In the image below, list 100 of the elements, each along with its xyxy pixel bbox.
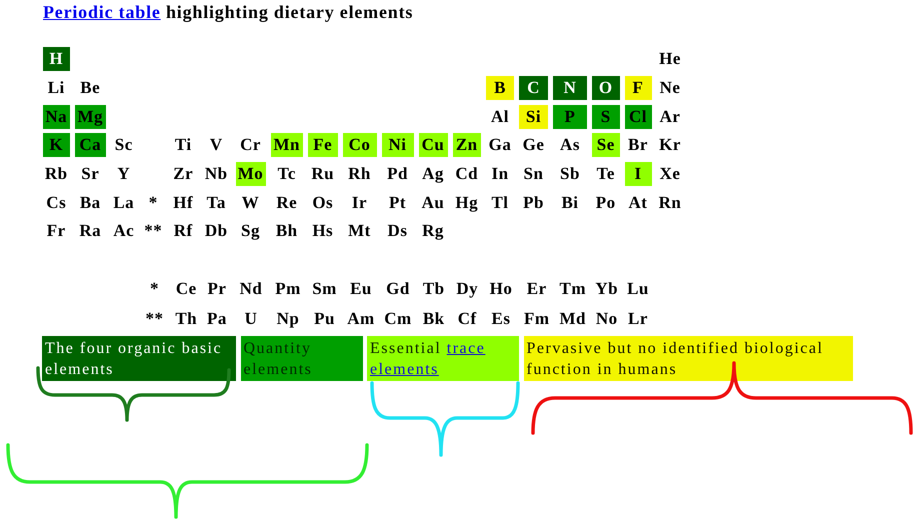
element-symbol: As xyxy=(560,134,580,156)
element-symbol: Ga xyxy=(488,134,512,156)
element-symbol: In xyxy=(491,163,509,186)
element-symbol: Pr xyxy=(208,278,226,300)
element-symbol: Np xyxy=(276,308,300,330)
element-cell: Mn xyxy=(270,133,303,158)
element-symbol: Bi xyxy=(561,192,579,214)
element-symbol: Yb xyxy=(595,278,618,300)
element-symbol: La xyxy=(113,192,134,214)
element-cell: Ca xyxy=(75,133,106,158)
element-symbol: Be xyxy=(80,77,100,100)
element-symbol: Ar xyxy=(660,106,680,128)
element-symbol: Rb xyxy=(44,163,68,186)
element-symbol: Sc xyxy=(114,134,133,156)
element-symbol: Cd xyxy=(455,163,478,186)
element-symbol: Ti xyxy=(174,134,192,156)
element-cell: B xyxy=(486,76,514,100)
element-cell: K xyxy=(42,133,70,158)
element-symbol: Ta xyxy=(206,192,226,214)
element-symbol: Rn xyxy=(658,192,682,214)
element-symbol: Kr xyxy=(659,134,681,156)
element-symbol: Li xyxy=(48,77,65,100)
element-symbol: Fr xyxy=(46,220,66,242)
element-symbol: Dy xyxy=(456,278,478,300)
element-cell: Zn xyxy=(452,133,481,158)
element-symbol: Hs xyxy=(312,220,334,242)
element-symbol: Lr xyxy=(628,308,648,330)
title-link: Periodic table xyxy=(43,2,161,22)
element-symbol: Tb xyxy=(422,278,445,300)
element-symbol: Sm xyxy=(312,278,337,300)
element-symbol: Al xyxy=(491,106,509,128)
element-cell: F xyxy=(624,76,652,100)
element-symbol: U xyxy=(244,308,258,330)
element-symbol: Bh xyxy=(276,220,298,242)
element-symbol: Hg xyxy=(455,192,478,214)
element-cell: O xyxy=(592,76,620,100)
element-symbol: Te xyxy=(596,163,615,186)
element-symbol: W xyxy=(242,192,260,214)
element-symbol: Es xyxy=(492,308,510,330)
element-cell: S xyxy=(592,104,620,129)
element-symbol: He xyxy=(659,48,681,70)
element-symbol: ** xyxy=(144,220,162,242)
element-symbol: Rg xyxy=(422,220,444,242)
element-symbol: Po xyxy=(596,192,616,214)
element-symbol: Zr xyxy=(173,163,194,186)
element-symbol: * xyxy=(148,192,158,214)
element-cell: C xyxy=(519,76,548,100)
element-symbol: Rh xyxy=(348,163,371,186)
element-symbol: Fm xyxy=(524,308,550,330)
element-symbol: Ne xyxy=(660,77,680,100)
element-cell: Na xyxy=(42,104,70,129)
element-symbol: ** xyxy=(146,308,164,330)
element-symbol: Pu xyxy=(314,308,335,330)
element-symbol: Ba xyxy=(80,192,101,214)
element-symbol: Db xyxy=(204,220,228,242)
element-cell: Co xyxy=(342,133,376,158)
element-symbol: Rf xyxy=(174,220,193,242)
legend-text: Quantity elements xyxy=(244,339,314,380)
element-symbol: Au xyxy=(422,192,444,214)
element-symbol: Ge xyxy=(522,134,544,156)
element-symbol: Tl xyxy=(491,192,509,214)
element-symbol: Br xyxy=(628,134,648,156)
element-symbol: Md xyxy=(560,308,586,330)
element-cell: Si xyxy=(519,104,548,129)
element-cell: Se xyxy=(592,133,620,158)
element-cell: Mg xyxy=(75,104,106,129)
element-symbol: Ce xyxy=(176,278,197,300)
element-cell: Cu xyxy=(418,133,448,158)
element-cell: H xyxy=(42,47,70,72)
element-symbol: Tc xyxy=(278,163,296,186)
element-cell: N xyxy=(553,76,587,100)
element-symbol: Gd xyxy=(386,278,410,300)
element-symbol: Er xyxy=(526,278,547,300)
element-symbol: V xyxy=(210,134,223,156)
element-cell: Mo xyxy=(236,162,266,186)
element-symbol: Am xyxy=(347,308,375,330)
element-symbol: Nd xyxy=(240,278,262,300)
element-symbol: Ag xyxy=(422,163,444,186)
element-symbol: Tm xyxy=(560,278,586,300)
element-symbol: Ho xyxy=(490,278,512,300)
element-symbol: Pt xyxy=(388,192,406,214)
element-symbol: Pm xyxy=(275,278,301,300)
element-symbol: Sn xyxy=(524,163,544,186)
element-symbol: Ir xyxy=(352,192,368,214)
element-cell: P xyxy=(553,104,587,129)
element-symbol: Os xyxy=(312,192,334,214)
element-symbol: Cr xyxy=(240,134,261,156)
element-symbol: Pb xyxy=(523,192,544,214)
element-symbol: Pd xyxy=(387,163,408,186)
element-symbol: Mt xyxy=(348,220,371,242)
diagram-title: Periodic table highlighting dietary elements xyxy=(43,1,414,23)
element-symbol: Pa xyxy=(207,308,227,330)
element-symbol: Ra xyxy=(79,220,102,242)
element-cell: Ni xyxy=(382,133,414,158)
element-symbol: Ac xyxy=(113,220,134,242)
element-symbol: Cm xyxy=(384,308,412,330)
legend-text: Essential trace elements xyxy=(370,339,486,380)
legend-text: Pervasive but no identified biological function in humans xyxy=(526,339,824,380)
element-cell: I xyxy=(624,162,652,186)
element-symbol: Hf xyxy=(173,192,194,214)
